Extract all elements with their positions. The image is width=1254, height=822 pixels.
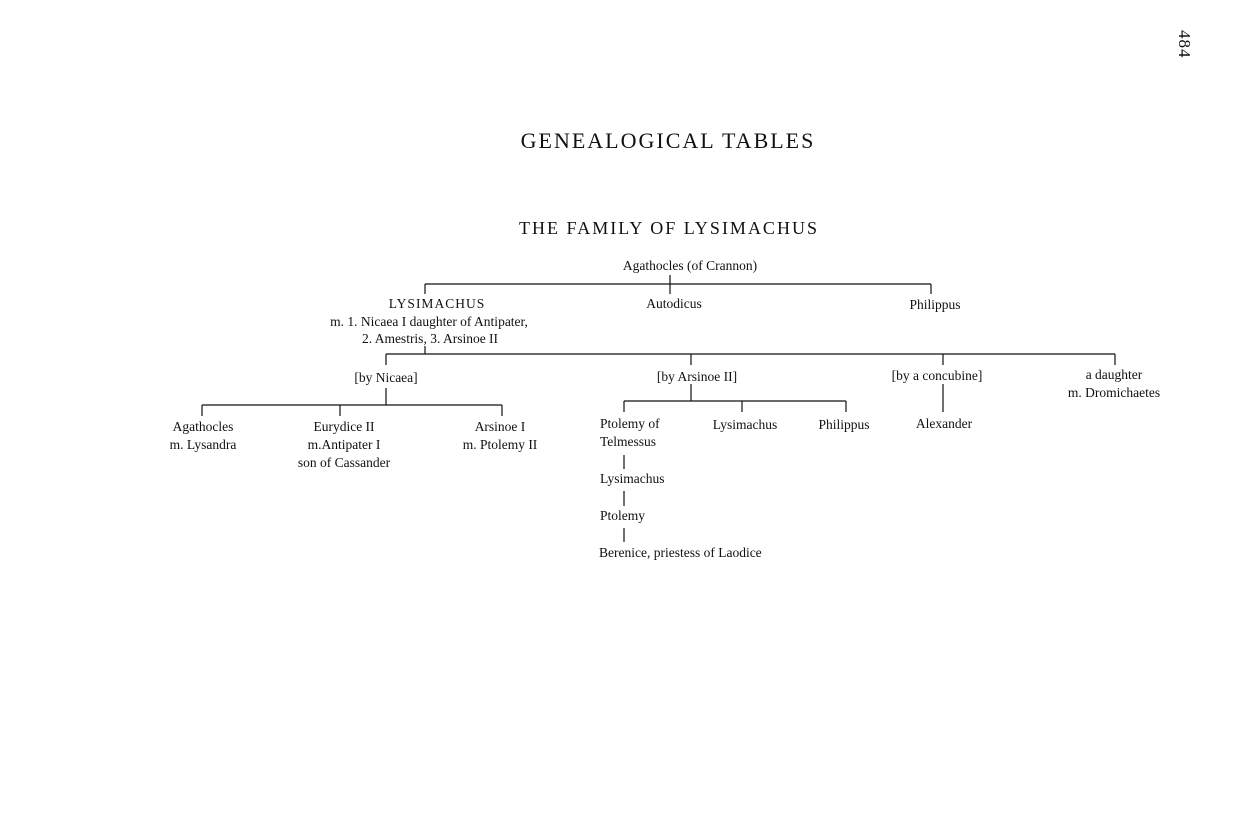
person-agathocles-of-crannon: Agathocles (of Crannon)	[622, 258, 758, 273]
agathocles-marriage: m. Lysandra	[169, 437, 237, 452]
daughter-marriage: m. Dromichaetes	[1067, 385, 1161, 400]
lysimachus-marriages-line2: 2. Amestris, 3. Arsinoe II	[361, 331, 499, 346]
person-eurydice-ii: Eurydice II	[313, 419, 375, 434]
lysimachus-marriages-line1: m. 1. Nicaea I daughter of Antipater,	[330, 314, 528, 329]
group-by-nicaea: [by Nicaea]	[354, 370, 418, 385]
arsinoe-i-marriage: m. Ptolemy II	[462, 437, 538, 452]
page-heading: GENEALOGICAL TABLES	[520, 128, 816, 153]
person-agathocles: Agathocles	[172, 419, 234, 434]
person-philippus: Philippus	[909, 297, 961, 312]
person-ptolemy-great-grandson: Ptolemy	[600, 508, 646, 523]
person-philippus-son: Philippus	[818, 417, 870, 432]
group-by-a-concubine: [by a concubine]	[891, 368, 983, 383]
eurydice-marriage: m.Antipater I	[307, 437, 381, 452]
eurydice-marriage-detail: son of Cassander	[297, 455, 391, 470]
person-autodicus: Autodicus	[646, 296, 702, 311]
person-berenice: Berenice, priestess of Laodice	[599, 545, 762, 560]
person-lysimachus: LYSIMACHUS	[388, 296, 486, 311]
group-by-arsinoe-ii: [by Arsinoe II]	[656, 369, 738, 384]
person-lysimachus-son: Lysimachus	[712, 417, 778, 432]
ptolemy-of-telmessus-line2: Telmessus	[600, 434, 657, 449]
table-title: THE FAMILY OF LYSIMACHUS	[519, 218, 819, 238]
person-alexander: Alexander	[915, 416, 973, 431]
person-a-daughter: a daughter	[1085, 367, 1143, 382]
person-lysimachus-grandson: Lysimachus	[600, 471, 665, 486]
person-ptolemy-of-telmessus: Ptolemy of	[600, 416, 660, 431]
person-arsinoe-i: Arsinoe I	[474, 419, 526, 434]
